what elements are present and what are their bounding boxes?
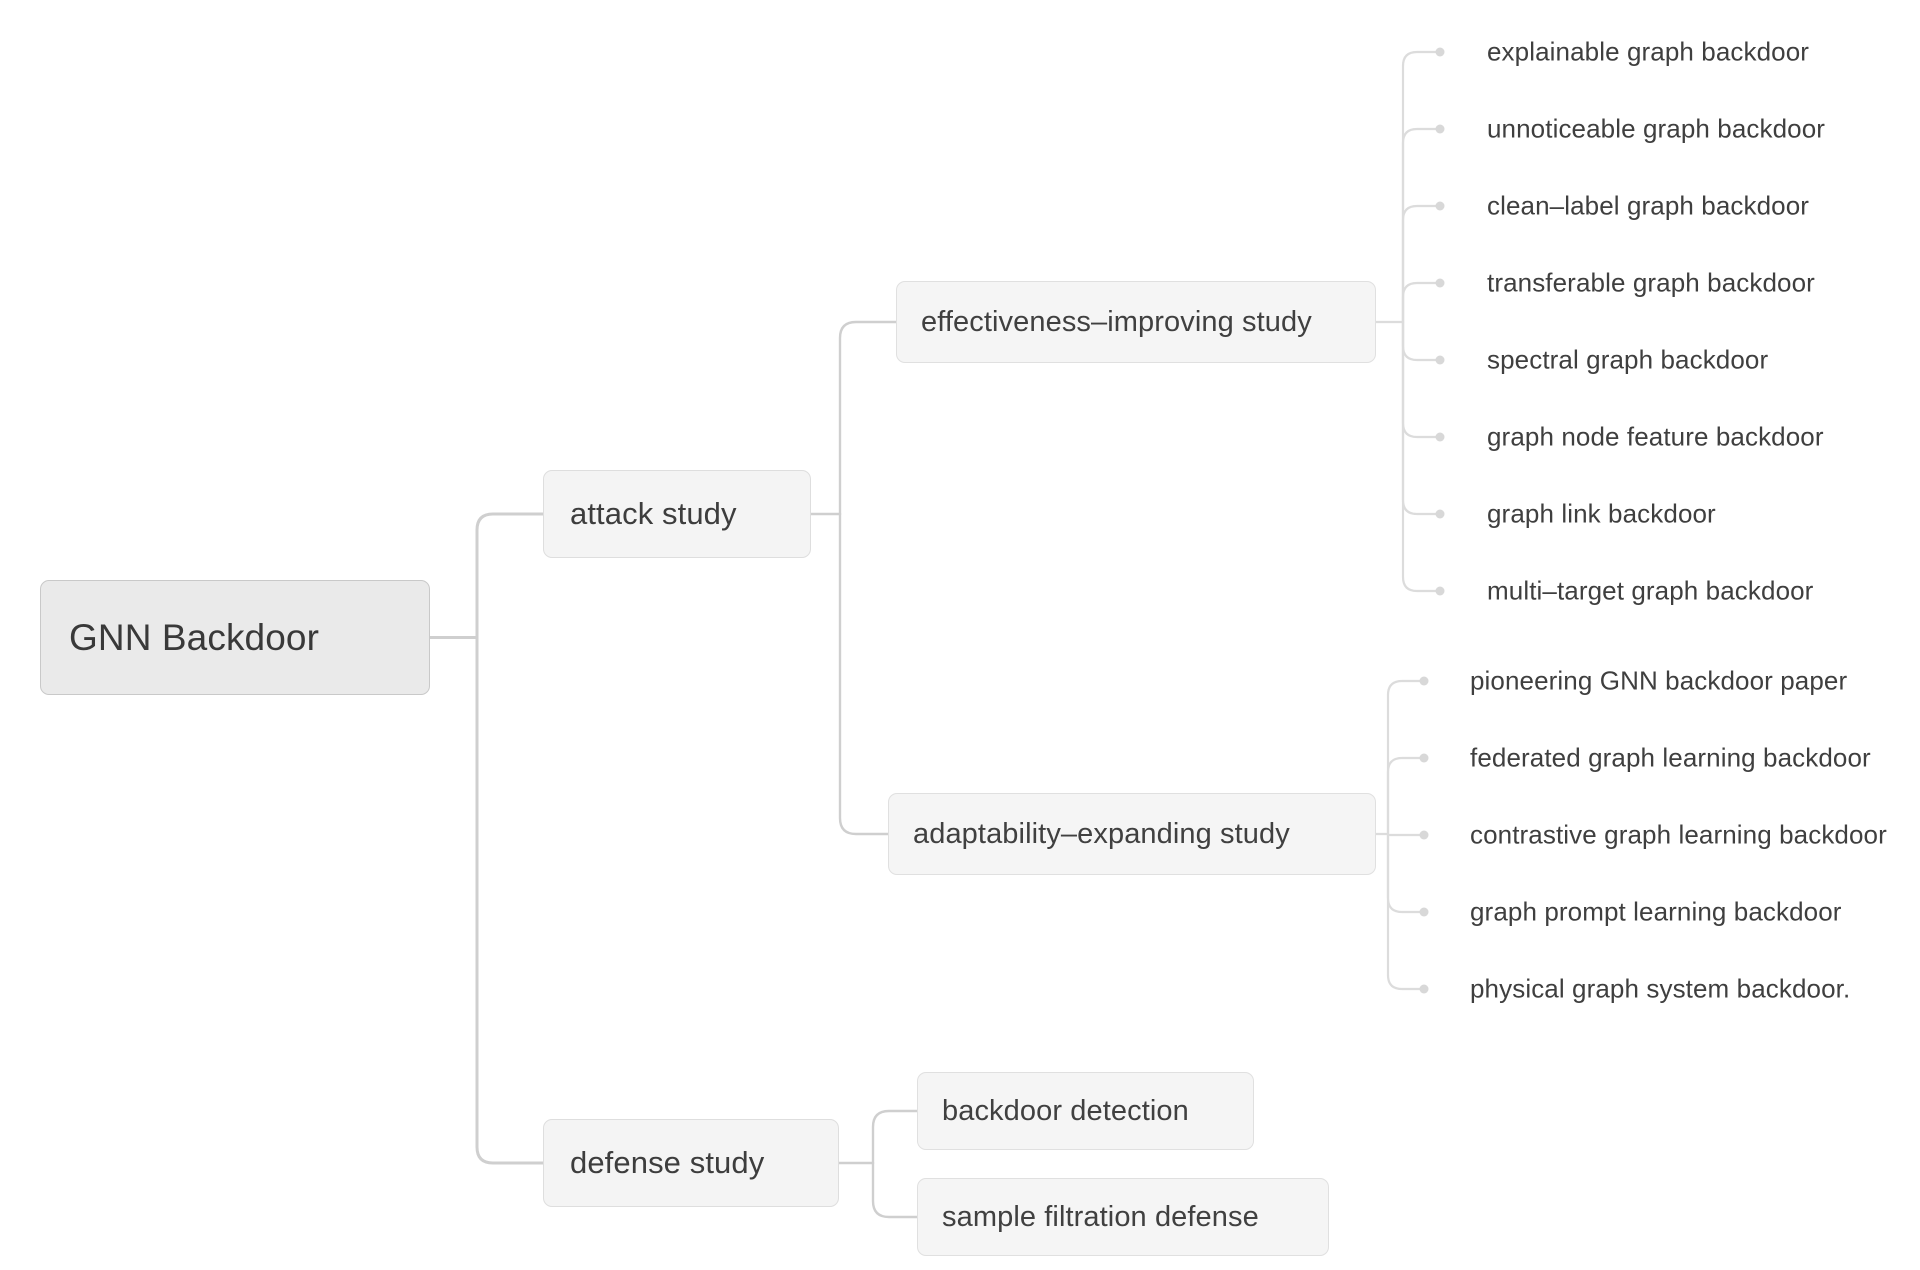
leaf-connector-dot: [1435, 586, 1445, 596]
root-node-label: GNN Backdoor: [69, 616, 320, 658]
edge-adaptability-expanding-study-leaf-4: [1386, 832, 1426, 991]
leaf-connector-dot: [1419, 753, 1429, 763]
leaf-connector-dot: [1419, 830, 1429, 840]
edge-effectiveness-improving-study-leaf-0: [1401, 50, 1442, 324]
edge-adaptability-expanding-study-leaf-1: [1386, 756, 1426, 836]
subbranch-node-label: sample filtration defense: [942, 1200, 1259, 1233]
leaf-label[interactable]: federated graph learning backdoor: [1470, 742, 1871, 773]
edge-defense-to-sample-filtration-defense: [871, 1161, 919, 1219]
leaf-label[interactable]: spectral graph backdoor: [1487, 344, 1769, 375]
edge-root-to-attack-study: [475, 512, 545, 639]
leaf-label[interactable]: graph node feature backdoor: [1487, 421, 1824, 452]
subbranch-node-label: backdoor detection: [942, 1094, 1189, 1127]
subbranch-node-label: adaptability–expanding study: [913, 817, 1290, 850]
leaf-connector-dot: [1419, 984, 1429, 994]
edge-attack-to-effectiveness-improving-study: [838, 320, 898, 516]
edge-adaptability-expanding-study-leaf-0: [1386, 679, 1426, 836]
branch-node-label: defense study: [570, 1145, 765, 1180]
leaf-connector-dot: [1435, 355, 1445, 365]
subbranch-node-adaptability-expanding-study[interactable]: adaptability–expanding study: [888, 793, 1376, 875]
edge-effectiveness-improving-study-leaf-1: [1401, 127, 1442, 324]
edge-adaptability-expanding-study-leaf-3: [1386, 832, 1426, 914]
subbranch-node-effectiveness-improving-study[interactable]: effectiveness–improving study: [896, 281, 1376, 363]
edge-attack-to-adaptability-expanding-study: [838, 512, 890, 836]
leaf-label[interactable]: contrastive graph learning backdoor: [1470, 819, 1887, 850]
leaf-connector-dot: [1435, 278, 1445, 288]
root-node-gnn-backdoor[interactable]: GNN Backdoor: [40, 580, 430, 695]
edge-effectiveness-improving-study-leaf-5: [1401, 320, 1442, 439]
leaf-connector-dot: [1419, 907, 1429, 917]
leaf-connector-dot: [1435, 47, 1445, 57]
leaf-label[interactable]: graph link backdoor: [1487, 498, 1716, 529]
subbranch-node-sample-filtration-defense[interactable]: sample filtration defense: [917, 1178, 1329, 1256]
branch-node-label: attack study: [570, 496, 737, 531]
edge-root-to-defense-study: [475, 636, 545, 1165]
edge-defense-to-backdoor-detection: [871, 1109, 919, 1165]
leaf-label[interactable]: physical graph system backdoor.: [1470, 973, 1851, 1004]
leaf-label[interactable]: unnoticeable graph backdoor: [1487, 113, 1826, 144]
subbranch-node-backdoor-detection[interactable]: backdoor detection: [917, 1072, 1254, 1150]
leaf-connector-dot: [1435, 124, 1445, 134]
leaf-label[interactable]: explainable graph backdoor: [1487, 36, 1810, 67]
leaf-connector-dot: [1435, 201, 1445, 211]
leaf-connector-dot: [1435, 509, 1445, 519]
edge-effectiveness-improving-study-leaf-3: [1401, 281, 1442, 324]
leaf-label[interactable]: graph prompt learning backdoor: [1470, 896, 1842, 927]
leaf-label[interactable]: transferable graph backdoor: [1487, 267, 1815, 298]
edge-effectiveness-improving-study-leaf-7: [1401, 320, 1442, 593]
leaf-label[interactable]: multi–target graph backdoor: [1487, 575, 1814, 606]
leaf-label[interactable]: clean–label graph backdoor: [1487, 190, 1810, 221]
branch-node-attack-study[interactable]: attack study: [543, 470, 811, 558]
leaf-connector-dot: [1435, 432, 1445, 442]
subbranch-node-label: effectiveness–improving study: [921, 305, 1312, 338]
edge-effectiveness-improving-study-leaf-2: [1401, 204, 1442, 324]
leaf-label[interactable]: pioneering GNN backdoor paper: [1470, 665, 1848, 696]
leaf-connector-dot: [1419, 676, 1429, 686]
branch-node-defense-study[interactable]: defense study: [543, 1119, 839, 1207]
edge-effectiveness-improving-study-leaf-4: [1401, 320, 1442, 362]
edge-effectiveness-improving-study-leaf-6: [1401, 320, 1442, 516]
